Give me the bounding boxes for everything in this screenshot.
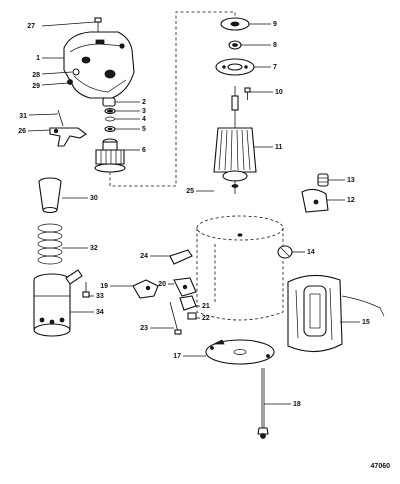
thrust-washer-part [220,17,250,31]
bushing-part [67,68,80,85]
callout-11: 11 [275,144,283,151]
figure-number: 47060 [371,463,391,470]
field-connector-part [169,249,193,265]
callout-29: 29 [32,83,40,90]
callout-23: 23 [140,325,148,332]
callout-2: 2 [142,99,146,106]
callout-3: 3 [142,108,146,115]
callout-28: 28 [32,72,40,79]
callout-12: 12 [347,197,355,204]
callout-6: 6 [142,147,146,154]
bushing-washer-part [228,40,242,50]
callout-19: 19 [100,283,108,290]
solenoid-part [33,269,83,337]
through-bolt-part [257,368,269,439]
callout-10: 10 [275,89,283,96]
insulator-part [179,295,197,311]
callout-7: 7 [273,64,277,71]
callout-13: 13 [347,177,355,184]
terminal-nut-part [187,312,197,320]
callout-1: 1 [36,55,40,62]
callout-30: 30 [90,195,98,202]
return-spring-part [37,223,63,265]
callout-24: 24 [140,253,148,260]
callout-18: 18 [293,401,301,408]
callout-15: 15 [362,319,370,326]
callout-31: 31 [19,113,27,120]
callout-14: 14 [307,249,315,256]
callout-9: 9 [273,21,277,28]
end-plate-part [215,58,255,76]
drive-collar-stack-part [102,97,116,133]
commutator-end-plate-part [205,339,275,365]
callout-8: 8 [273,42,277,49]
armature-part [213,86,257,194]
terminal-stud-part [169,301,182,335]
screw-part [94,17,102,32]
shift-lever-part [49,109,87,147]
callout-17: 17 [173,353,181,360]
callout-21: 21 [202,303,210,310]
callout-20: 20 [158,281,166,288]
solenoid-screw-part [82,282,90,298]
callout-32: 32 [90,245,98,252]
drive-pinion-part [94,138,126,173]
terminal-plate-part [173,277,197,297]
callout-25: 25 [186,188,194,195]
grommet-part [277,245,293,259]
callout-5: 5 [142,126,146,133]
terminal-strap-part [132,279,159,299]
brush-holder-part [301,188,329,213]
rubber-boot-part [287,274,385,353]
alignment-dashed-line [109,11,236,187]
callout-4: 4 [142,116,146,123]
brush-screw-part [244,87,251,100]
leader-lines [27,21,360,405]
drive-end-housing-part [63,31,135,99]
solenoid-plunger-part [38,177,62,214]
brush-part [317,173,329,187]
callout-22: 22 [202,315,210,322]
callout-33: 33 [96,293,104,300]
callout-26: 26 [18,128,26,135]
callout-34: 34 [96,309,104,316]
callout-27: 27 [27,23,35,30]
field-frame-part [196,215,284,321]
